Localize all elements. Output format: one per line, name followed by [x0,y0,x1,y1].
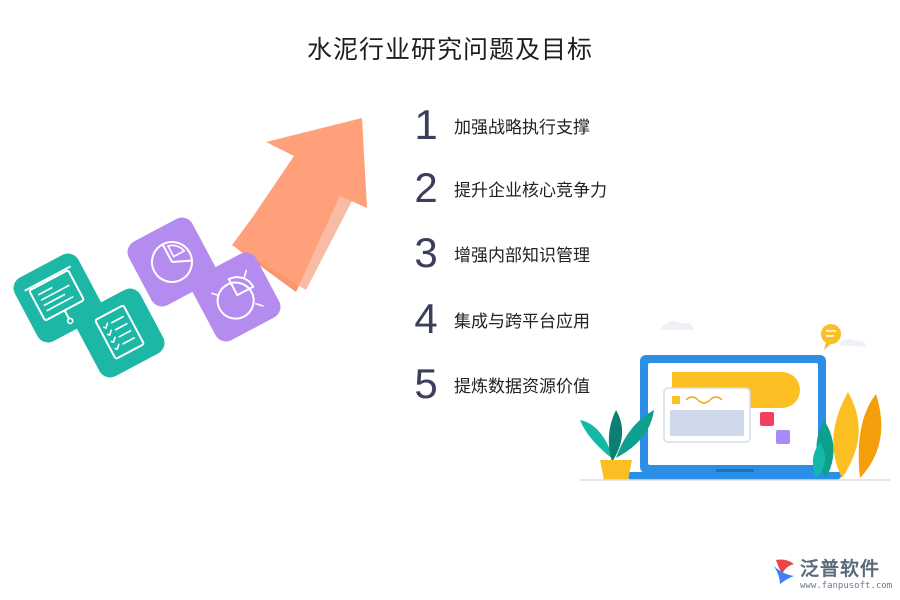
item-number: 4 [414,295,438,342]
item-number: 5 [414,360,438,407]
pie-chart-split-icon [191,252,281,342]
item-number: 1 [414,101,438,148]
list-item: 5 提炼数据资源价值 [410,359,590,409]
brand-logo: 泛普软件 www.fanpusoft.com [770,554,895,594]
list-item: 2 提升企业核心竞争力 [410,163,607,213]
laptop-icon [622,355,846,480]
item-number: 2 [414,164,438,211]
item-label: 提升企业核心竞争力 [454,180,607,201]
page-title: 水泥行业研究问题及目标 [306,35,593,64]
item-label: 集成与跨平台应用 [454,311,590,332]
brand-url: www.fanpusoft.com [800,581,893,591]
checklist-icon [75,288,165,378]
brand-mark-icon [774,559,794,584]
item-label: 提炼数据资源价值 [454,376,590,397]
list-item: 3 增强内部知识管理 [410,228,590,278]
upward-arrow-icon [232,118,367,292]
plant-icon [812,392,882,478]
list-item: 1 加强战略执行支撑 [410,100,590,150]
list-item: 4 集成与跨平台应用 [410,294,590,344]
chat-bubble-icon [821,324,841,350]
brand-name: 泛普软件 [800,558,881,580]
item-number: 3 [414,229,438,276]
item-label: 增强内部知识管理 [454,245,590,266]
item-label: 加强战略执行支撑 [454,117,590,138]
plant-icon [580,410,654,480]
